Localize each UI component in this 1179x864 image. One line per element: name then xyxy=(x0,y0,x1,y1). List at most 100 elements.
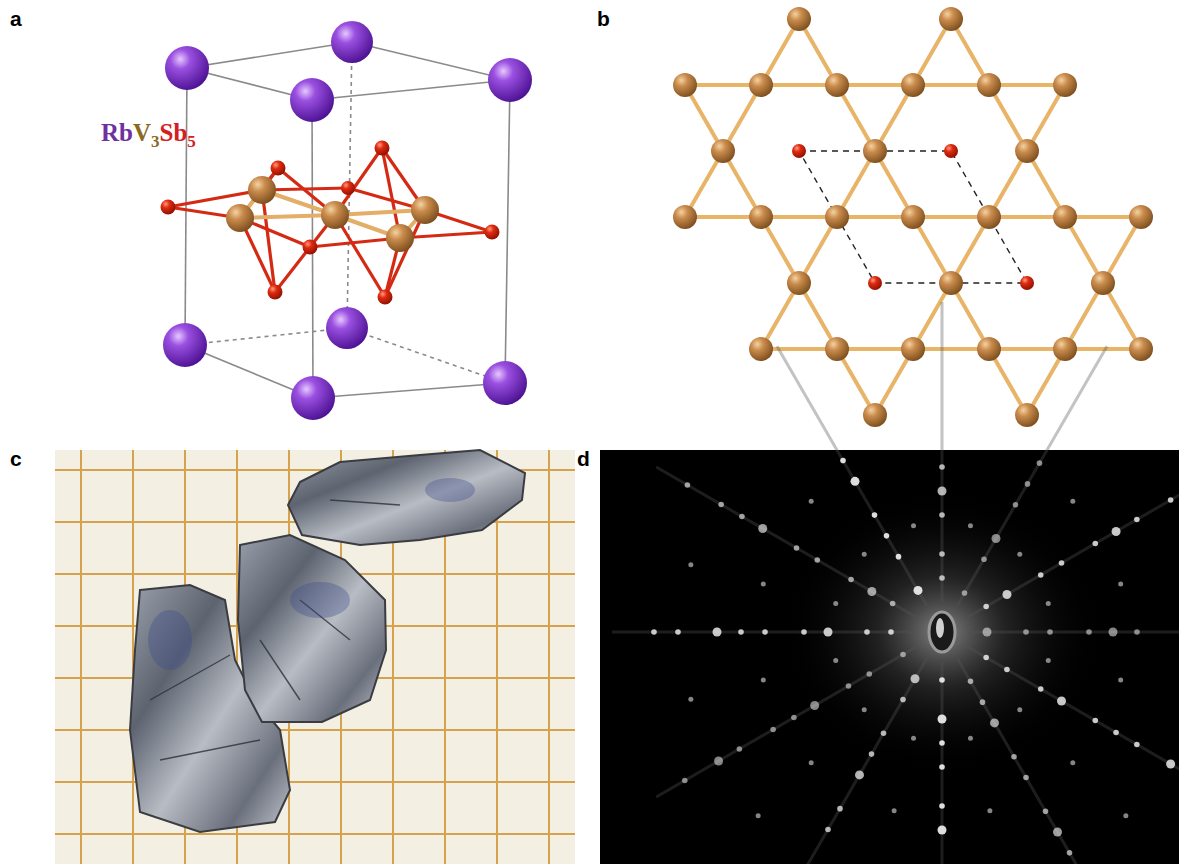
formula-subscript: 5 xyxy=(187,132,196,151)
v-atom xyxy=(977,73,1001,97)
laue-spot xyxy=(809,760,814,765)
v-atom xyxy=(673,205,697,229)
laue-spot xyxy=(833,658,838,663)
formula-subscript: 3 xyxy=(151,132,160,151)
laue-spot xyxy=(869,751,875,757)
panel-letter: d xyxy=(577,448,590,469)
laue-spot xyxy=(1109,628,1118,637)
laue-streak xyxy=(972,631,1179,634)
panel-letter: a xyxy=(10,8,22,29)
laue-spot xyxy=(1134,517,1140,523)
laue-spot xyxy=(1013,502,1019,508)
formula-element: Sb xyxy=(160,119,188,146)
laue-spot xyxy=(892,808,897,813)
laue-spot xyxy=(896,554,902,560)
laue-spot xyxy=(938,826,947,835)
laue-spot xyxy=(900,652,906,658)
laue-streak xyxy=(957,346,1107,606)
v-atom xyxy=(901,73,925,97)
laue-spot xyxy=(1017,707,1022,712)
laue-spot xyxy=(881,731,887,737)
laue-spot xyxy=(1092,718,1098,724)
laue-spot xyxy=(862,707,867,712)
panel-letter: c xyxy=(10,448,22,469)
v-atom xyxy=(863,403,887,427)
laue-spot xyxy=(939,551,945,557)
laue-spot xyxy=(1047,629,1053,635)
v-atom xyxy=(939,271,963,295)
laue-spot xyxy=(1025,481,1031,487)
laue-spot xyxy=(809,499,814,504)
laue-streak xyxy=(777,346,927,606)
laue-streak xyxy=(968,647,1179,797)
laue-spot xyxy=(675,629,681,635)
unit-cell-outline xyxy=(799,151,1027,283)
laue-spot xyxy=(981,556,987,562)
laue-spot xyxy=(1086,629,1092,635)
laue-streak xyxy=(968,467,1179,617)
laue-spot xyxy=(911,674,920,683)
grid-line xyxy=(55,781,575,783)
laue-spot xyxy=(761,582,766,587)
grid-line xyxy=(55,833,575,835)
laue-spot xyxy=(685,482,691,488)
kagome-lattice xyxy=(673,7,1153,427)
laue-spot xyxy=(872,512,878,518)
v-atom xyxy=(901,337,925,361)
laue-spot xyxy=(810,701,819,710)
laue-spot xyxy=(1070,499,1075,504)
laue-spot xyxy=(1004,667,1010,673)
laue-spot xyxy=(1053,828,1062,837)
formula-element: Rb xyxy=(101,119,133,146)
laue-pattern xyxy=(600,302,1179,864)
v-atom xyxy=(825,337,849,361)
laue-spot xyxy=(682,778,688,784)
laue-spot xyxy=(1046,658,1051,663)
laue-spot xyxy=(791,715,797,721)
laue-spot xyxy=(890,601,896,607)
v-atom xyxy=(863,139,887,163)
laue-spot xyxy=(824,628,833,637)
laue-spot xyxy=(1002,590,1011,599)
laue-spot xyxy=(758,524,767,533)
laue-spot xyxy=(939,764,945,770)
laue-spot xyxy=(938,487,947,496)
laue-spot xyxy=(761,677,766,682)
laue-spot xyxy=(1037,460,1043,466)
laue-spot xyxy=(1038,572,1044,578)
laue-spot xyxy=(1092,541,1098,547)
laue-spot xyxy=(864,629,870,635)
laue-spot xyxy=(1023,775,1029,781)
laue-spot xyxy=(1067,850,1073,856)
laue-spot xyxy=(911,736,916,741)
laue-spot xyxy=(756,813,761,818)
laue-spot xyxy=(983,604,989,610)
laue-spot xyxy=(651,629,657,635)
laue-spot xyxy=(911,523,916,528)
laue-spot xyxy=(962,590,968,596)
laue-spot xyxy=(939,677,945,683)
laue-spot xyxy=(814,557,820,563)
laue-spot xyxy=(851,477,860,486)
v-atom xyxy=(749,337,773,361)
laue-spot xyxy=(846,683,852,689)
laue-spot xyxy=(714,757,723,766)
laue-spot xyxy=(739,514,745,520)
laue-spot xyxy=(939,512,945,518)
laue-spot xyxy=(968,523,973,528)
laue-spot xyxy=(938,715,947,724)
v-atom xyxy=(977,337,1001,361)
v-atom xyxy=(1129,337,1153,361)
sb-atom xyxy=(1020,276,1034,290)
laue-streak xyxy=(656,647,916,797)
laue-spot xyxy=(688,697,693,702)
laue-spot xyxy=(837,806,843,812)
panel-letter: b xyxy=(597,8,610,29)
v-atom xyxy=(977,205,1001,229)
v-atom xyxy=(1129,205,1153,229)
laue-spot xyxy=(1168,497,1174,503)
v-atom xyxy=(711,139,735,163)
v-atom xyxy=(1053,73,1077,97)
laue-spot xyxy=(968,679,974,685)
v-atom xyxy=(825,73,849,97)
